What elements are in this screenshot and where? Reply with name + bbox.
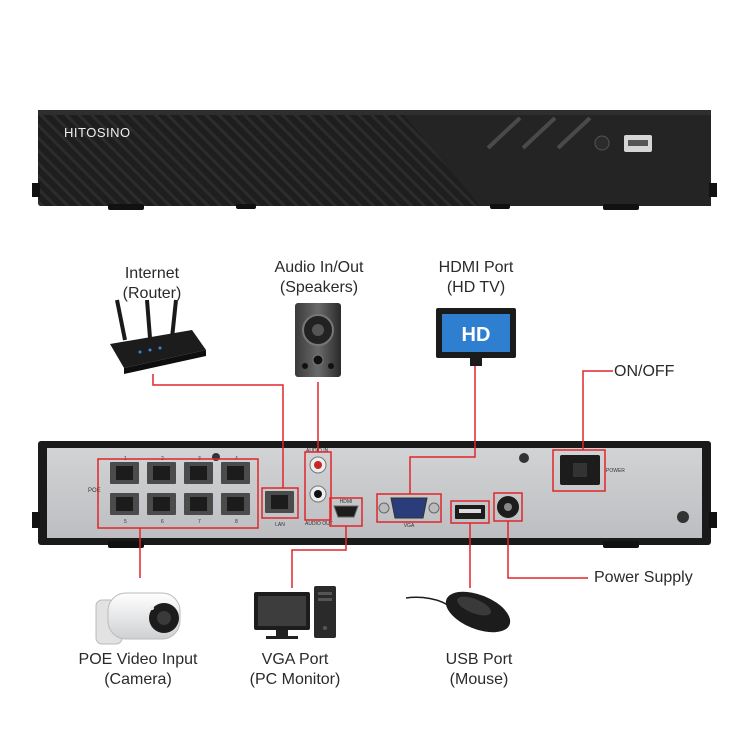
hdmi-label-line2: (HD TV) xyxy=(446,279,506,296)
audio-label: Audio In/Out (Speakers) xyxy=(250,258,388,298)
hd-logo: HD xyxy=(462,324,491,346)
port-number: 5 xyxy=(124,519,127,525)
lan-panel-label: LAN xyxy=(275,522,285,528)
vga-port xyxy=(378,497,440,519)
power-panel-label: POWER xyxy=(606,468,625,474)
onoff-label: ON/OFF xyxy=(614,363,675,380)
pc-icon xyxy=(254,586,336,639)
dc-power-jack xyxy=(497,496,519,518)
audio-label-line2: (Speakers) xyxy=(279,279,359,296)
poe-panel-label: POE xyxy=(88,488,101,494)
vga-label-line1: VGA Port xyxy=(261,651,329,668)
vga-panel-label: VGA xyxy=(404,523,415,529)
power-supply-label: Power Supply xyxy=(594,569,693,586)
brand-logo: HITOSINO xyxy=(64,125,131,140)
callouts xyxy=(97,366,613,588)
hdmi-label: HDMI Port (HD TV) xyxy=(420,258,532,298)
poe-label-line2: (Camera) xyxy=(104,671,172,688)
tv-icon xyxy=(436,308,516,366)
usb-label-line2: (Mouse) xyxy=(449,671,509,688)
audio-out-panel-label: AUDIO OUT xyxy=(305,521,333,527)
router-icon xyxy=(110,299,206,374)
power-switch xyxy=(560,455,600,485)
vga-label-line2: (PC Monitor) xyxy=(249,671,341,688)
camera-icon xyxy=(95,592,181,645)
hdmi-port xyxy=(333,505,359,518)
port-number: 6 xyxy=(161,519,164,525)
poe-ports xyxy=(110,462,250,515)
usb-label: USB Port (Mouse) xyxy=(424,650,534,690)
vga-label: VGA Port (PC Monitor) xyxy=(230,650,360,690)
speaker-icon xyxy=(295,303,341,377)
mouse-icon xyxy=(405,591,511,633)
poe-label-line1: POE Video Input xyxy=(78,651,198,668)
port-number: 7 xyxy=(198,519,201,525)
lan-port xyxy=(265,491,294,513)
audio-label-line1: Audio In/Out xyxy=(274,259,364,276)
hdmi-panel-label: HDMI xyxy=(340,499,353,505)
internet-label-line2: (Router) xyxy=(122,285,182,302)
hdmi-label-line1: HDMI Port xyxy=(438,259,514,276)
poe-label: POE Video Input (Camera) xyxy=(56,650,220,690)
usb-port xyxy=(455,505,485,519)
port-number: 8 xyxy=(235,519,238,525)
nvr-front-view xyxy=(32,110,717,210)
usb-label-line1: USB Port xyxy=(445,651,513,668)
audio-jacks xyxy=(309,456,327,503)
internet-label-line1: Internet xyxy=(124,265,180,282)
internet-label: Internet (Router) xyxy=(100,264,204,304)
